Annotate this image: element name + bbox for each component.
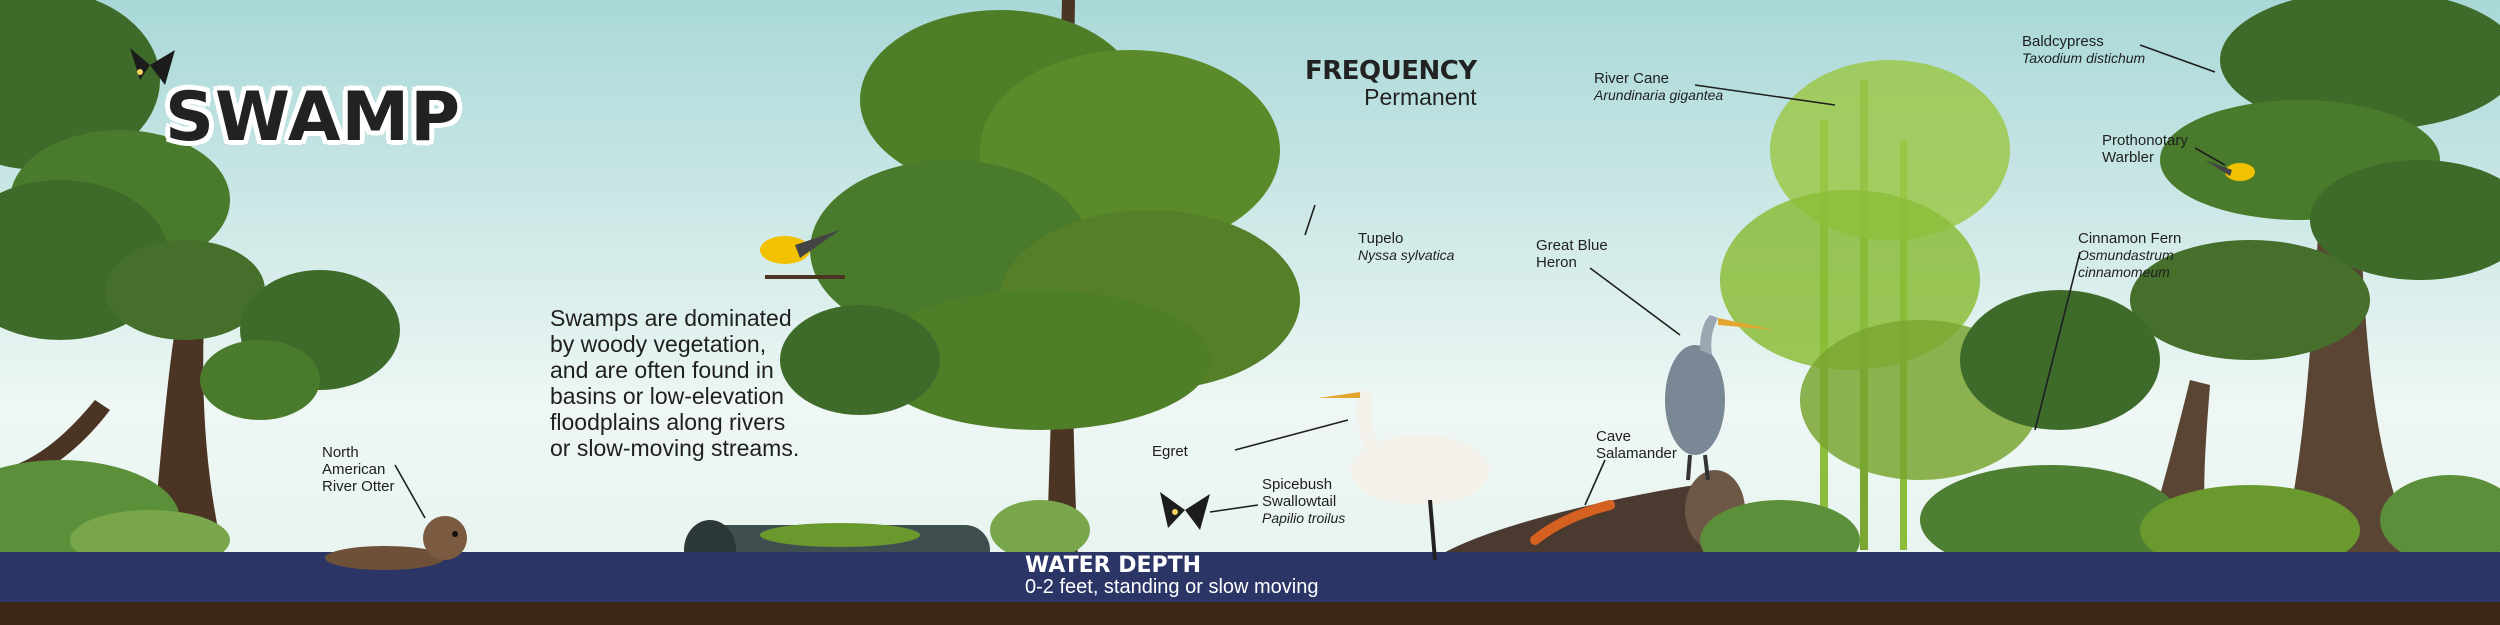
water-depth-value: 0-2 feet, standing or slow moving: [1025, 576, 1319, 598]
water-depth-heading: WATER DEPTH: [1025, 553, 1202, 578]
butterfly-title: [130, 48, 175, 85]
otter: [325, 516, 467, 570]
baldcypress-tree: [1960, 0, 2500, 560]
frequency-value: Permanent: [1364, 84, 1477, 110]
page-title: SWAMP: [165, 78, 462, 157]
ground: [0, 602, 2500, 625]
butterfly-swallowtail: [1160, 492, 1210, 530]
warbler-right: [2205, 160, 2255, 181]
frequency-block: FREQUENCY Permanent: [1305, 56, 1477, 111]
cave-salamander: [1530, 500, 1615, 545]
tupelo-tree: [780, 0, 1300, 600]
leader-lines: [394, 44, 2226, 519]
label-egret: Egret: [1152, 443, 1188, 460]
swamp-description: Swamps are dominated by woody vegetation…: [550, 305, 800, 461]
left-tree: [0, 0, 400, 560]
great-blue-heron: [1665, 315, 1775, 481]
egret: [1318, 390, 1490, 561]
water-depth-block: WATER DEPTH 0-2 feet, standing or slow m…: [1025, 553, 1319, 599]
frequency-heading: FREQUENCY: [1305, 56, 1477, 86]
warbler-left: [760, 230, 845, 279]
